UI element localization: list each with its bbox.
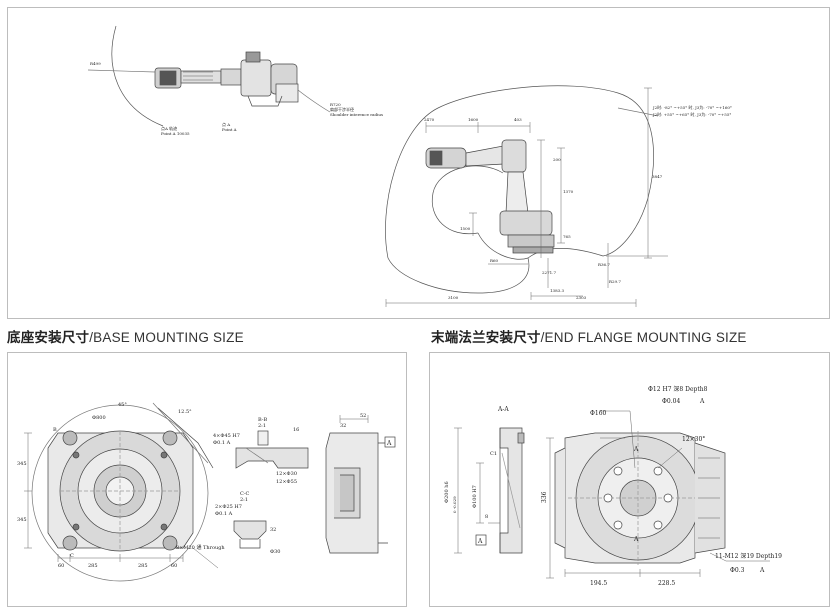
flange-dim-228-5: 228.5	[658, 580, 675, 587]
flange-thread-tol: Φ0.3	[730, 567, 745, 574]
j3-range-note-1: J2时: -82° ~+55° 时, J3为: -70° ~+160°	[652, 104, 732, 110]
point-a-cn: 点 A	[222, 121, 230, 127]
base-hole-tol-1: Φ0.1 A	[213, 440, 231, 446]
flange-chamfer-c1: C1	[490, 451, 497, 457]
dim-1500: 1500	[460, 226, 471, 231]
base-title-en: /BASE MOUNTING SIZE	[89, 330, 244, 345]
flange-dim-194-5: 194.5	[590, 580, 607, 587]
section-bb-title: B-B	[258, 417, 267, 423]
base-dim-12x55: 12×Φ55	[276, 479, 297, 485]
j3-range-note-2: J2时: +55° ~+65° 时, J3为: -70° ~+55°	[652, 111, 731, 117]
flange-dim-336: 336	[541, 491, 548, 503]
section-bb	[235, 430, 309, 469]
shoulder-radius-cn: 肩部干涉半径	[330, 106, 354, 112]
section-cc-title: C-C	[240, 491, 250, 497]
flange-front-view	[554, 431, 726, 565]
base-plan-view	[31, 402, 214, 582]
section-aa	[499, 427, 525, 554]
workspace-diagram: R499 点A 轨迹 Point A 10035 点 A Point A R72…	[87, 25, 732, 307]
base-dim-345-bottom: 345	[17, 517, 27, 523]
point-a-track-en: Point A 10035	[161, 131, 190, 136]
flange-mounting-drawing: A-A C1 Φ200 h6 0 -0.029 Φ100 H7 8 A Φ12 …	[444, 385, 782, 587]
reach-radius-label: R499	[90, 61, 101, 66]
robot-horizontal-view	[154, 51, 299, 107]
flange-angle-30: 12×30°	[682, 436, 705, 443]
reach-arc-left	[111, 25, 164, 127]
point-a-en: Point A	[222, 127, 237, 132]
workspace-diagram-panel: R499 点A 轨迹 Point A 10035 点 A Point A R72…	[7, 7, 830, 319]
flange-pin-hole-tol: Φ0.04	[662, 398, 680, 405]
base-angle-12-5: 12.5°	[178, 409, 192, 415]
side-dim-52: 52	[360, 413, 366, 419]
flange-dim-phi160: Φ160	[590, 410, 607, 417]
base-section-c-label: C	[70, 553, 74, 559]
base-datum-a: A	[386, 440, 392, 447]
robot-side-view	[425, 139, 555, 254]
base-dim-60-left: 60	[58, 563, 64, 569]
base-hole-spec-1: 4×Φ45 H7	[213, 433, 240, 439]
base-dim-345-top: 345	[17, 461, 27, 467]
base-mounting-drawing: Φ800 45° 12.5° B C 345 345 60 285 285 60…	[17, 402, 396, 582]
flange-dim-phi100: Φ100 H7	[472, 485, 478, 508]
section-aa-title: A-A	[497, 406, 509, 413]
flange-thread-datum: A	[759, 567, 765, 574]
dim-3100: 3100	[448, 295, 459, 300]
dim-r36-7: R36.7	[598, 262, 610, 267]
flange-dim-8: 8	[485, 514, 488, 520]
dim-2470: 2470	[424, 117, 435, 122]
base-dim-16: 16	[293, 427, 299, 433]
flange-dim-phi200-tol: 0 -0.029	[452, 496, 457, 513]
dim-1383-3: 1383.3	[550, 288, 564, 293]
flange-dim-phi200: Φ200 h6	[444, 481, 450, 503]
base-dim-32: 32	[270, 527, 276, 533]
dim-r29-7: R29.7	[609, 279, 621, 284]
flange-thread-spec: 11-M12 深19 Depth19	[715, 552, 782, 560]
flange-section-a-bottom: A	[633, 536, 639, 543]
dim-2303: 2303	[576, 295, 587, 300]
dim-2271-7: 2271.7	[542, 270, 556, 275]
base-dim-12x30: 12×Φ30	[276, 471, 297, 477]
flange-title-cn: 末端法兰安装尺寸	[431, 330, 541, 345]
flange-datum-a: A	[477, 538, 483, 545]
dim-200: 200	[553, 157, 561, 162]
shoulder-radius-value: R720	[330, 102, 341, 107]
base-thread-spec: 8×M20 通 Through	[176, 544, 225, 551]
base-hole-spec-2: 2×Φ25 H7	[215, 504, 242, 510]
flange-mounting-panel: A-A C1 Φ200 h6 0 -0.029 Φ100 H7 8 A Φ12 …	[429, 352, 830, 607]
base-dim-285-right: 285	[138, 563, 148, 569]
dim-1600: 1600	[468, 117, 479, 122]
flange-section-a-top: A	[633, 446, 639, 453]
dim-1370: 1370	[563, 189, 574, 194]
point-a-track-cn: 点A 轨迹	[161, 125, 177, 131]
flange-pin-hole-datum: A	[699, 398, 705, 405]
base-side-view	[325, 415, 396, 554]
dim-765: 765	[563, 234, 571, 239]
base-hole-tol-2: Φ0.1 A	[215, 511, 233, 517]
section-cc	[233, 520, 267, 549]
section-bb-scale: 2:1	[258, 423, 266, 429]
base-mounting-title: 底座安装尺寸/BASE MOUNTING SIZE	[7, 326, 244, 346]
flange-mounting-title: 末端法兰安装尺寸/END FLANGE MOUNTING SIZE	[431, 326, 747, 346]
flange-pin-hole-spec: Φ12 H7 深8 Depth8	[648, 385, 708, 393]
base-dim-60-right: 60	[171, 563, 177, 569]
dim-r60: R60	[490, 258, 499, 263]
shoulder-radius-en: Shoulder interence radius	[330, 112, 383, 117]
side-dim-32: 32	[340, 423, 346, 429]
workspace-envelope	[385, 85, 654, 259]
base-dim-285-left: 285	[88, 563, 98, 569]
base-title-cn: 底座安装尺寸	[7, 330, 90, 345]
base-mounting-panel: Φ800 45° 12.5° B C 345 345 60 285 285 60…	[7, 352, 407, 607]
flange-title-en: /END FLANGE MOUNTING SIZE	[540, 330, 747, 345]
dim-403: 403	[514, 117, 522, 122]
base-angle-45: 45°	[118, 402, 127, 408]
base-section-b-label: B	[53, 427, 57, 433]
base-dim-phi30: Φ30	[270, 549, 280, 555]
base-dim-phi800: Φ800	[92, 415, 106, 421]
section-cc-scale: 2:1	[240, 497, 248, 503]
dim-3847: 3847	[652, 174, 663, 179]
